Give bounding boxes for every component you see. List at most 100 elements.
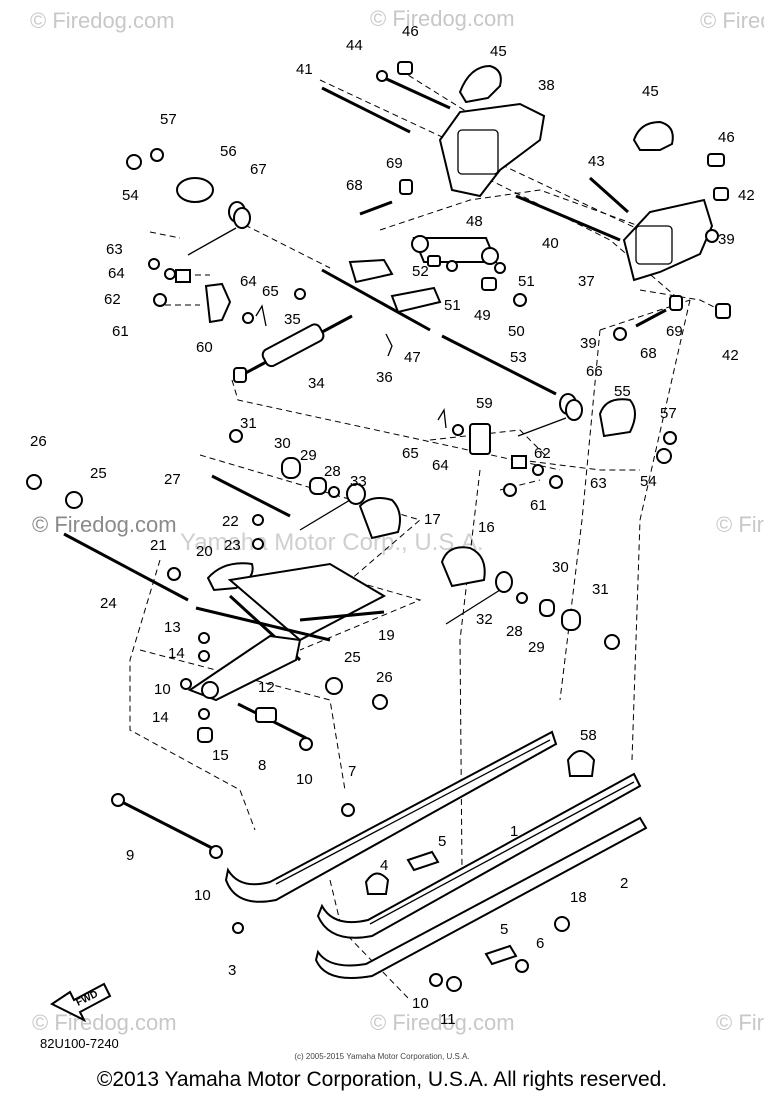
- bracket-17: [358, 497, 401, 540]
- spacer-25-right: [325, 677, 343, 695]
- bolt-9: [117, 798, 213, 850]
- watermark-top-center: © Firedog.com: [370, 6, 515, 31]
- bolt-57-right: [663, 431, 677, 445]
- callout-54a: 54: [122, 187, 139, 204]
- callout-13: 13: [164, 619, 181, 636]
- shaft-53: [441, 334, 557, 396]
- callout-21: 21: [150, 537, 167, 554]
- washer-64-left: [164, 268, 176, 280]
- callout-8: 8: [258, 757, 266, 774]
- shaft-24: [63, 532, 189, 602]
- small-copyright: (c) 2005-2015 Yamaha Motor Corporation, …: [294, 1052, 470, 1061]
- shaft-43: [588, 176, 630, 214]
- callout-10a: 10: [154, 681, 171, 698]
- block-58: [566, 750, 596, 777]
- nut-46-top: [397, 61, 413, 75]
- callout-65a: 65: [262, 283, 279, 300]
- callout-67: 67: [250, 161, 267, 178]
- bolt-26-right: [372, 694, 388, 710]
- washer-10-bottom: [429, 973, 443, 987]
- pin-36: [385, 333, 393, 357]
- callout-4: 4: [380, 857, 388, 874]
- callout-49: 49: [474, 307, 491, 324]
- shaft-40: [515, 194, 621, 242]
- block-62-left: [175, 269, 191, 283]
- washer-28-top: [328, 486, 340, 498]
- block-59: [469, 423, 491, 455]
- clip-5-lower: [484, 944, 518, 966]
- nut-11: [446, 976, 462, 992]
- washer-23: [252, 538, 264, 550]
- bolt-31-top: [229, 429, 243, 443]
- washer-64-right-a: [452, 424, 464, 436]
- bolt-63-left: [148, 258, 160, 270]
- assembly-lines: [129, 69, 721, 1001]
- callout-61b: 61: [530, 497, 547, 514]
- callout-61a: 61: [112, 323, 129, 340]
- callout-3: 3: [228, 962, 236, 979]
- washer-10-mid: [299, 737, 313, 751]
- callout-10b: 10: [296, 771, 313, 788]
- bolt-6: [515, 959, 529, 973]
- bolt-39-right: [705, 229, 719, 243]
- callout-labels: 1 2 3 4 5 5 6 7 8 9 10 10 10 10 11 12 13…: [30, 23, 755, 1028]
- callout-20: 20: [196, 543, 213, 560]
- bolt-13: [198, 632, 210, 644]
- callout-63b: 63: [590, 475, 607, 492]
- callout-45b: 45: [642, 83, 659, 100]
- parts: FWD: [26, 61, 731, 1023]
- callout-39b: 39: [580, 335, 597, 352]
- callout-57b: 57: [660, 405, 677, 422]
- callout-30a: 30: [274, 435, 291, 452]
- watermark-bottom-left: © Firedog.com: [32, 1010, 177, 1035]
- block-62-right: [511, 455, 527, 469]
- callout-68a: 68: [346, 177, 363, 194]
- callout-64b: 64: [240, 273, 257, 290]
- washer-14-lower: [198, 708, 210, 720]
- callout-29b: 29: [528, 639, 545, 656]
- callout-53: 53: [510, 349, 527, 366]
- callout-35: 35: [284, 311, 301, 328]
- callout-40: 40: [542, 235, 559, 252]
- callout-18: 18: [570, 889, 587, 906]
- callout-1: 1: [510, 823, 518, 840]
- callout-33: 33: [350, 473, 367, 490]
- callout-46b: 46: [718, 129, 735, 146]
- callout-6: 6: [536, 935, 544, 952]
- bolt-63-right: [549, 475, 563, 489]
- callout-62a: 62: [104, 291, 121, 308]
- callout-64a: 64: [108, 265, 125, 282]
- callout-17: 17: [424, 511, 441, 528]
- callout-36: 36: [376, 369, 393, 386]
- bracket-60: [204, 282, 232, 324]
- bolt-54-right: [656, 448, 672, 464]
- bolt-61-left: [153, 293, 167, 307]
- watermark-top-right: © Firedog.com: [700, 8, 764, 33]
- nut-52: [427, 255, 441, 267]
- callout-28a: 28: [324, 463, 341, 480]
- callout-58: 58: [580, 727, 597, 744]
- screw-3: [232, 922, 244, 934]
- callout-69b: 69: [666, 323, 683, 340]
- callout-32: 32: [476, 611, 493, 628]
- callout-60: 60: [196, 339, 213, 356]
- callout-50: 50: [508, 323, 525, 340]
- callout-52: 52: [412, 263, 429, 280]
- nut-7: [341, 803, 355, 817]
- watermark-center: Yamaha Motor Corp., U.S.A.: [180, 529, 484, 556]
- bracket-38: [438, 102, 546, 198]
- watermark-bottom-right: © Firedog.com: [716, 1010, 764, 1035]
- callout-12: 12: [258, 679, 275, 696]
- spring-67: [187, 201, 251, 256]
- callout-23: 23: [224, 537, 241, 554]
- callout-22: 22: [222, 513, 239, 530]
- callout-16: 16: [478, 519, 495, 536]
- callout-15: 15: [212, 747, 229, 764]
- shaft-27: [211, 474, 291, 518]
- callout-14a: 14: [168, 645, 185, 662]
- bolt-39-left: [613, 327, 627, 341]
- spring-33: [299, 483, 366, 531]
- callout-31b: 31: [592, 581, 609, 598]
- callout-10d: 10: [412, 995, 429, 1012]
